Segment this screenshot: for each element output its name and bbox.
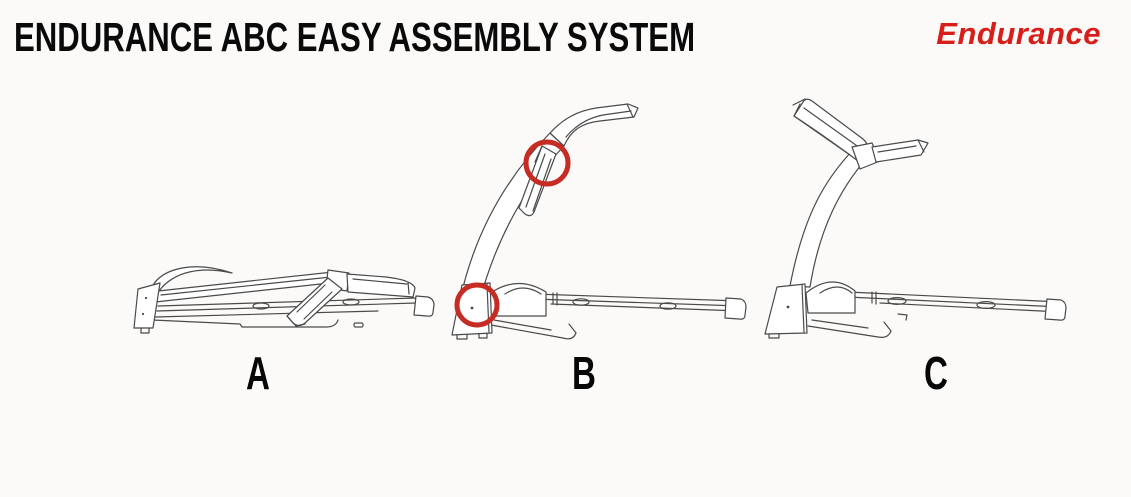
highlight-circle-console-latch bbox=[523, 139, 571, 187]
brand-logo: Endurance bbox=[936, 16, 1101, 51]
treadmill-assembled-illustration bbox=[764, 98, 1067, 339]
page-title: ENDURANCE ABC EASY ASSEMBLY SYSTEM bbox=[14, 14, 696, 60]
step-label-b: B bbox=[572, 347, 596, 399]
highlight-circle-base-pivot bbox=[454, 282, 500, 328]
treadmill-folded-illustration bbox=[133, 266, 435, 334]
step-label-c: C bbox=[924, 347, 948, 399]
step-label-a: A bbox=[246, 347, 270, 399]
treadmill-post-raised-illustration bbox=[451, 103, 747, 340]
